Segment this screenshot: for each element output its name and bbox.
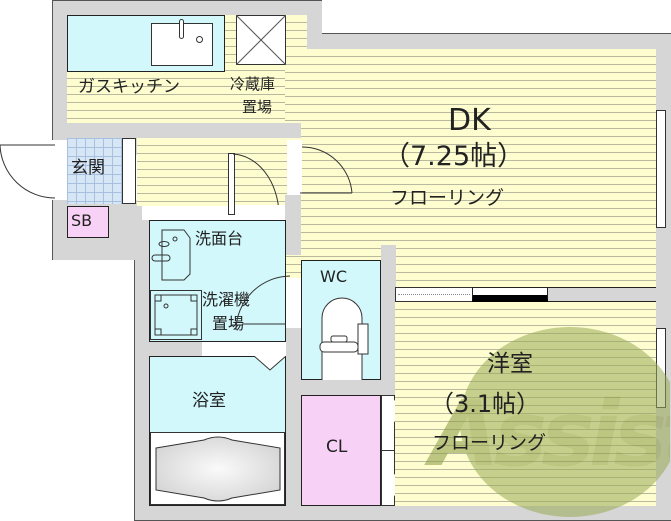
dk-window <box>656 110 666 228</box>
sliding-door-rail <box>398 294 470 296</box>
dk-door-opening <box>287 140 302 195</box>
bath-label: 浴室 <box>192 391 226 411</box>
drain-icon <box>196 36 203 43</box>
outer-wall-outline <box>52 0 53 260</box>
bathtub-icon <box>155 436 281 502</box>
kitchen-label: ガスキッチン <box>78 77 180 97</box>
closet <box>301 395 381 506</box>
hall-floor <box>137 138 287 206</box>
washer-icon <box>154 294 198 336</box>
outer-wall-outline <box>52 0 322 1</box>
closet-door-lower[interactable] <box>381 450 395 506</box>
hall-partition <box>228 153 235 215</box>
western-name: 洋室 <box>487 351 533 377</box>
svg-text:Assist: Assist <box>424 382 670 487</box>
toilet-label: WC <box>320 267 347 286</box>
dk-left-wall <box>285 195 301 255</box>
front-door-opening <box>52 140 67 200</box>
outer-wall-outline <box>322 33 671 34</box>
washroom <box>149 220 286 342</box>
fridge-cross-icon <box>236 15 286 65</box>
faucet-icon <box>179 19 184 39</box>
washer-space <box>150 290 202 340</box>
dk-floor <box>285 49 656 289</box>
kitchen-lower-wall <box>67 123 301 138</box>
washroom-door-swing-icon[interactable] <box>231 152 281 217</box>
closet-label: CL <box>326 437 348 457</box>
outer-wall-outline <box>134 260 135 521</box>
dk-door-swing-icon[interactable] <box>300 145 355 200</box>
partition-wall <box>548 287 656 302</box>
bath-door-marker-icon <box>254 356 286 371</box>
dk-size: （7.25帖） <box>383 141 525 172</box>
front-door-swing-icon[interactable] <box>0 140 60 200</box>
wc-door-swing-icon[interactable] <box>232 272 292 332</box>
washbasin-icon <box>151 229 191 281</box>
western-floor-type: フローリング <box>432 432 547 454</box>
fridge-label-line2: 置場 <box>242 98 273 116</box>
entrance-tile <box>67 138 123 204</box>
entrance-step <box>122 138 136 204</box>
sliding-door-panel[interactable] <box>472 287 548 302</box>
wc-lower-wall <box>301 380 381 395</box>
shoe-box <box>67 206 109 238</box>
toilet-icon <box>319 297 369 380</box>
western-left-wall <box>381 245 396 395</box>
western-size: （3.1帖） <box>430 390 541 418</box>
washstand-label: 洗面台 <box>195 229 244 248</box>
washroom-door-opening <box>235 205 285 220</box>
assist-watermark-logo: Assist <box>424 327 670 517</box>
wc-door-opening <box>286 278 301 328</box>
washer-label-line1: 洗濯機 <box>202 290 251 309</box>
dk-floor-type: フローリング <box>390 187 505 209</box>
entrance-label: 玄関 <box>71 158 105 178</box>
dk-name: DK <box>448 103 491 138</box>
closet-door-upper[interactable] <box>381 395 395 451</box>
fridge-label-line1: 冷蔵庫 <box>230 75 276 93</box>
shoe-box-label: SB <box>71 211 93 230</box>
